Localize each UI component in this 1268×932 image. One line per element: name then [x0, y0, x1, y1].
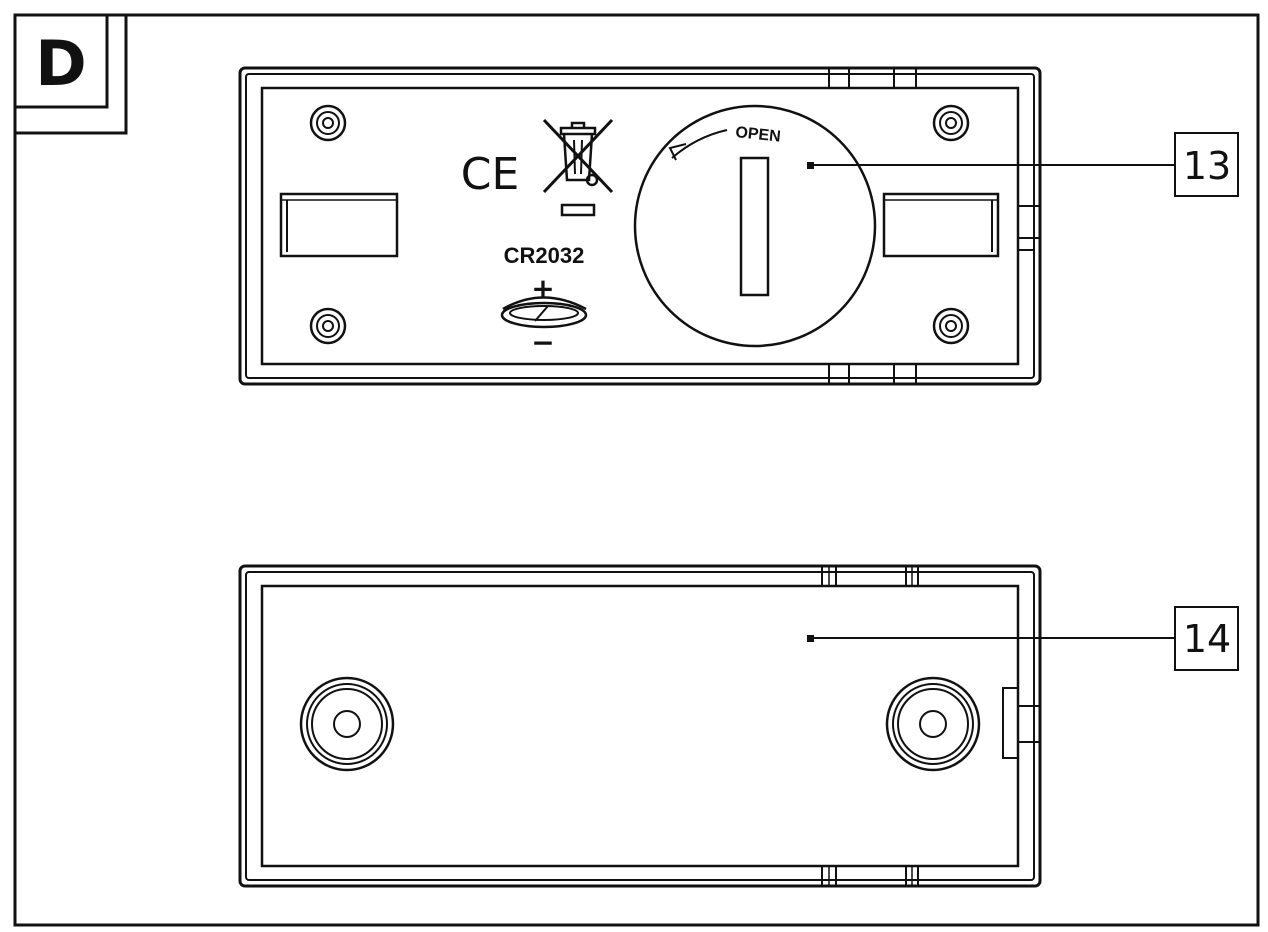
mounting-standoff-icon	[885, 676, 981, 772]
bottom-notches	[828, 363, 917, 385]
ce-mark: CE	[461, 149, 520, 200]
battery-type-label: CR2032	[504, 243, 585, 268]
outer-frame	[13, 13, 1260, 927]
top-notches	[828, 67, 917, 89]
screw-icon	[309, 307, 347, 345]
left-slot	[279, 192, 399, 258]
weee-bin-icon	[542, 118, 614, 217]
bottom-notches	[821, 865, 919, 887]
screw-icon	[932, 104, 970, 142]
open-label: OPEN	[735, 124, 782, 146]
right-slot	[882, 192, 1000, 258]
battery-compartment-housing: CE CR2032 + −	[238, 66, 1042, 386]
polarity-plus: +	[531, 272, 554, 305]
right-latch	[1002, 687, 1041, 759]
cover-coin-slot	[739, 156, 770, 297]
screw-icon	[309, 104, 347, 142]
panel-label-tab: D	[13, 13, 128, 135]
callout-13: 13	[807, 132, 1239, 197]
callout-13-number: 13	[1183, 144, 1231, 188]
coin-cell-battery-icon: + −	[500, 272, 588, 359]
arrow-icon	[668, 129, 728, 161]
housing-back-cover	[238, 564, 1042, 888]
battery-cover[interactable]: OPEN	[633, 104, 877, 348]
mounting-standoff-icon	[299, 676, 395, 772]
callout-14: 14	[807, 606, 1239, 671]
top-notches	[821, 565, 919, 587]
polarity-minus: −	[531, 326, 554, 359]
screw-icon	[932, 307, 970, 345]
callout-14-number: 14	[1183, 617, 1231, 661]
right-latch	[1017, 192, 1041, 251]
panel-label: D	[35, 27, 86, 100]
